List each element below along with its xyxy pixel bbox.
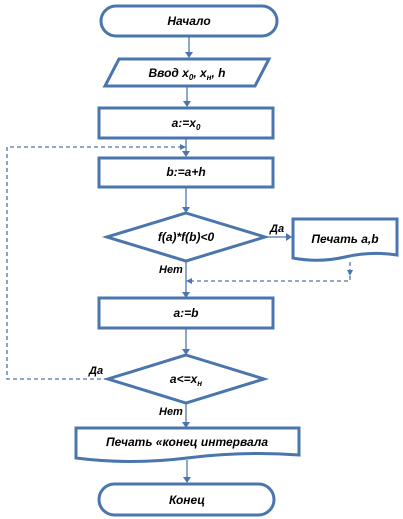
arrowhead [183, 101, 191, 107]
condition-end-label: a<=xн [170, 372, 202, 388]
branch-yes-label-2: Да [88, 365, 103, 377]
assign-b-label: b:=a+h [166, 165, 205, 179]
dashed-return-print [190, 262, 351, 282]
branch-yes-label-1: Да [269, 223, 284, 235]
arrowhead [286, 233, 292, 241]
arrowhead [185, 52, 193, 58]
arrowhead [347, 270, 353, 276]
start-label: Начало [167, 14, 210, 28]
arrowhead [182, 292, 190, 298]
assign-a-block [97, 106, 275, 140]
input-block [102, 57, 272, 88]
print-end-block [74, 426, 301, 463]
branch-no-label-1: Нет [159, 264, 183, 276]
condition-sign-label: f(a)*f(b)<0 [158, 230, 215, 244]
end-label: Конец [169, 493, 205, 507]
arrowhead [182, 422, 190, 428]
arrowhead [182, 151, 190, 157]
assign-a-label: a:=x0 [172, 116, 201, 132]
assign-b-block [97, 156, 275, 189]
end-terminator [97, 482, 276, 517]
arrowhead [182, 349, 190, 355]
input-label: Ввод x0, xн, h [148, 66, 225, 82]
print-ab-block [291, 217, 399, 262]
arrowhead [180, 144, 186, 150]
arrowhead [186, 278, 192, 284]
print-ab-label: Печать a,b [311, 232, 378, 246]
assign-a-b-label: a:=b [173, 306, 198, 320]
branch-no-label-2: Нет [159, 406, 183, 418]
arrowhead [182, 207, 190, 213]
assign-a-b-block [97, 296, 275, 330]
arrowhead [183, 477, 191, 483]
dashed-loop-back [6, 146, 180, 380]
print-end-label: Печать «конец интервала [106, 435, 268, 449]
